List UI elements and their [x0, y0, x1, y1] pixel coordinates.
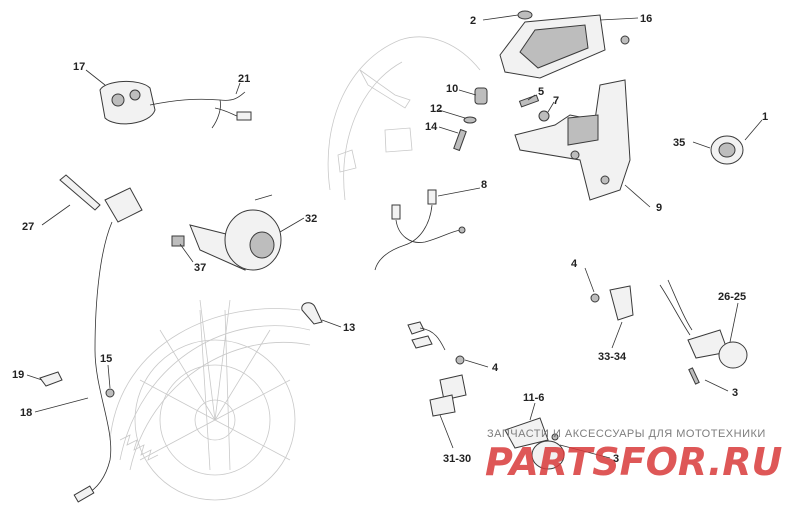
- callout-35: 35: [673, 137, 685, 149]
- part-11-6-turn-signal-left: [504, 417, 565, 470]
- part-13-clip: [301, 302, 323, 325]
- part-32-horn: [189, 194, 282, 271]
- callout-16: 16: [640, 13, 652, 25]
- part-8-wiring-harness: [374, 189, 466, 271]
- callout-labels: 2 16 17 21 1 35 10 12 14 5 7 8 9 32 37 2…: [12, 13, 768, 465]
- part-26-25-turn-signal-right: [687, 329, 748, 385]
- watermark: ЗАПЧАСТИ И АКСЕССУАРЫ ДЛЯ МОТОТЕХНИКИ PA…: [485, 428, 783, 484]
- part-1-lamp-cap: [710, 135, 744, 165]
- callout-15: 15: [100, 353, 112, 365]
- callout-4-upper: 4: [571, 258, 578, 270]
- callout-3-lower: 3: [613, 453, 619, 465]
- part-19-bracket: [39, 371, 63, 387]
- part-17-handlebar-switch: [99, 81, 252, 129]
- part-33-34-signal-bracket-right: [590, 279, 693, 336]
- callout-7: 7: [553, 95, 559, 107]
- callout-10: 10: [446, 83, 458, 95]
- part-15-grommet: [105, 388, 115, 398]
- leader-lines: [26, 14, 763, 459]
- part-18-sensor-cable: [73, 187, 143, 503]
- callout-33-34: 33-34: [598, 351, 627, 363]
- callout-19: 19: [12, 369, 24, 381]
- callout-32: 32: [305, 213, 317, 225]
- part-16-instrument-cluster: [499, 14, 630, 79]
- callout-27: 27: [22, 221, 34, 233]
- part-9-headlight-bracket: [514, 79, 631, 201]
- background-frame-sketch: [327, 36, 481, 201]
- callout-12: 12: [430, 103, 442, 115]
- callout-5: 5: [538, 86, 544, 98]
- callout-14: 14: [425, 121, 438, 133]
- part-31-30-signal-bracket-left: [407, 321, 467, 417]
- callout-1: 1: [762, 111, 768, 123]
- callout-21: 21: [238, 73, 250, 85]
- callout-4-lower: 4: [492, 362, 499, 374]
- callout-9: 9: [656, 202, 662, 214]
- fasteners-cluster: [453, 87, 550, 152]
- callout-2: 2: [470, 15, 476, 27]
- callout-37: 37: [194, 262, 206, 274]
- part-37-spacer: [171, 235, 185, 247]
- callout-17: 17: [73, 61, 85, 73]
- callout-18: 18: [20, 407, 32, 419]
- callout-8: 8: [481, 179, 487, 191]
- callout-31-30: 31-30: [443, 453, 471, 465]
- watermark-tagline: ЗАПЧАСТИ И АКСЕССУАРЫ ДЛЯ МОТОТЕХНИКИ: [487, 428, 766, 440]
- callout-13: 13: [343, 322, 355, 334]
- callout-11-6: 11-6: [523, 392, 544, 404]
- callout-3-upper: 3: [732, 387, 738, 399]
- part-27-lever: [59, 174, 101, 211]
- part-2-cap: [517, 10, 533, 20]
- watermark-logo: PARTSFOR.RU: [485, 440, 783, 484]
- callout-26-25: 26-25: [718, 291, 746, 303]
- background-wheel-sketch: [109, 299, 311, 501]
